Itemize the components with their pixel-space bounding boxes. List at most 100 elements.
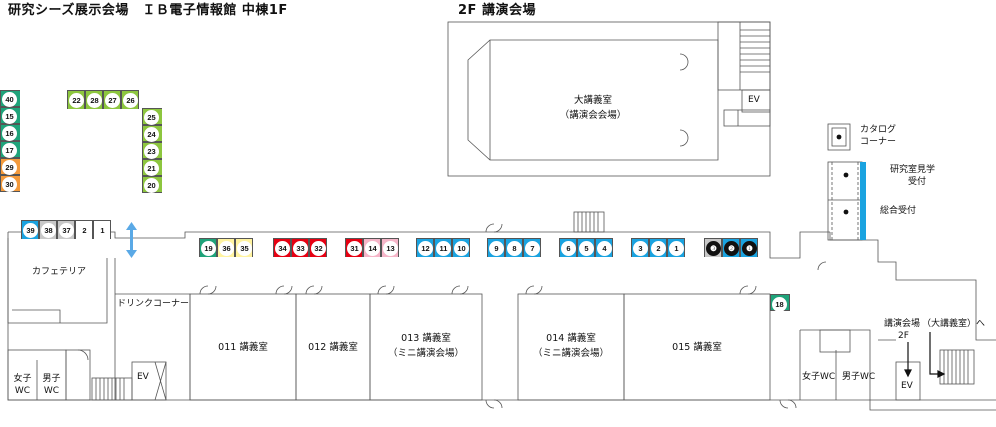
booth-number: 1 [669, 241, 684, 256]
booth-number: 3 [633, 241, 648, 256]
booth[interactable]: 36 [217, 238, 235, 257]
booth[interactable]: 14 [363, 238, 381, 257]
booth[interactable]: 10 [452, 238, 470, 257]
booth[interactable]: 31 [345, 238, 363, 257]
women-wc-right: 女子WC [802, 372, 836, 382]
room-012: 012 講義室 [308, 342, 358, 353]
booth-number: 8 [507, 241, 522, 256]
booth[interactable]: 24 [142, 125, 162, 142]
booth[interactable]: 39 [21, 220, 39, 239]
lecture-venue-label: 講演会場 [884, 319, 921, 329]
booth[interactable]: 2 [75, 220, 93, 239]
booth[interactable]: 3 [631, 238, 649, 257]
booth-number: 23 [144, 144, 159, 159]
booth-number: 19 [201, 241, 216, 256]
booth[interactable]: 7 [523, 238, 541, 257]
reception-strip [860, 162, 866, 240]
booth-18[interactable]: 18 [770, 294, 790, 312]
elevator-2f: EV [748, 95, 760, 105]
booth[interactable]: 25 [142, 108, 162, 125]
booth-number: 39 [23, 223, 38, 238]
booth[interactable]: 35 [235, 238, 253, 257]
booth[interactable]: 1 [667, 238, 685, 257]
second-floor-title: 2F 講演会場 [458, 3, 536, 18]
booth[interactable]: ❷ [722, 238, 740, 257]
booth-number: 10 [454, 241, 469, 256]
booth-number: 15 [2, 109, 17, 124]
booth[interactable]: 38 [39, 220, 57, 239]
booth-number: 17 [2, 143, 17, 158]
booth[interactable]: 15 [0, 107, 20, 124]
booth[interactable]: 22 [67, 90, 85, 109]
booth-number: 2 [651, 241, 666, 256]
booth-number: 1 [95, 223, 110, 238]
booth-number: 20 [144, 178, 159, 193]
booth[interactable]: 29 [0, 158, 20, 175]
booth[interactable]: 8 [505, 238, 523, 257]
booth-number: 28 [87, 93, 102, 108]
booth[interactable]: 20 [142, 176, 162, 193]
booth-number: 32 [311, 241, 326, 256]
booth[interactable]: 27 [103, 90, 121, 109]
booth[interactable]: 37 [57, 220, 75, 239]
booth[interactable]: 11 [434, 238, 452, 257]
booth-number: ❸ [706, 241, 721, 256]
men-wc-label: 男子 [42, 374, 61, 384]
booth-number: 24 [144, 127, 159, 142]
room-013-sub: （ミニ講演会場） [387, 348, 464, 359]
booth[interactable]: 17 [0, 141, 20, 158]
booth[interactable]: 12 [416, 238, 434, 257]
booth[interactable]: 33 [291, 238, 309, 257]
booth[interactable]: 5 [577, 238, 595, 257]
women-wc-label-2: WC [14, 386, 31, 396]
lab-tour-label: 研究室見学 [890, 165, 936, 175]
booth-number: 26 [123, 93, 138, 108]
women-wc-label: 女子 [13, 374, 32, 384]
booth-number: 29 [2, 160, 17, 175]
booth[interactable]: 28 [85, 90, 103, 109]
booth-number: 4 [597, 241, 612, 256]
booth[interactable]: 2 [649, 238, 667, 257]
booth[interactable]: 16 [0, 124, 20, 141]
booth[interactable]: 21 [142, 159, 162, 176]
booth-number: 31 [347, 241, 362, 256]
booth-number: 27 [105, 93, 120, 108]
booth-number: 18 [772, 297, 787, 312]
booth-number: 5 [579, 241, 594, 256]
booth[interactable]: 13 [381, 238, 399, 257]
room-015: 015 講義室 [672, 342, 722, 353]
booth[interactable]: ❸ [704, 238, 722, 257]
booth[interactable]: 9 [487, 238, 505, 257]
booth-number: 25 [144, 110, 159, 125]
booth[interactable]: ❶ [740, 238, 758, 257]
booth[interactable]: 34 [273, 238, 291, 257]
main-hall-sub: （講演会会場） [559, 110, 627, 121]
booth[interactable]: 6 [559, 238, 577, 257]
booth[interactable]: 40 [0, 90, 20, 107]
lecture-venue-floor: 2F [898, 331, 909, 341]
booth[interactable]: 1 [93, 220, 111, 239]
booth-number: 37 [59, 223, 74, 238]
room-011: 011 講義室 [218, 342, 268, 353]
booth[interactable]: 26 [121, 90, 139, 109]
booth[interactable]: 23 [142, 142, 162, 159]
booth-number: 14 [365, 241, 380, 256]
booth-number: ❷ [724, 241, 739, 256]
booth[interactable]: 30 [0, 175, 20, 192]
booth[interactable]: 19 [199, 238, 217, 257]
booth-number: ❶ [742, 241, 757, 256]
booth-number: 12 [418, 241, 433, 256]
elevator-left: EV [137, 372, 149, 382]
booth[interactable]: 4 [595, 238, 613, 257]
booth-number: 38 [41, 223, 56, 238]
booth[interactable]: 32 [309, 238, 327, 257]
